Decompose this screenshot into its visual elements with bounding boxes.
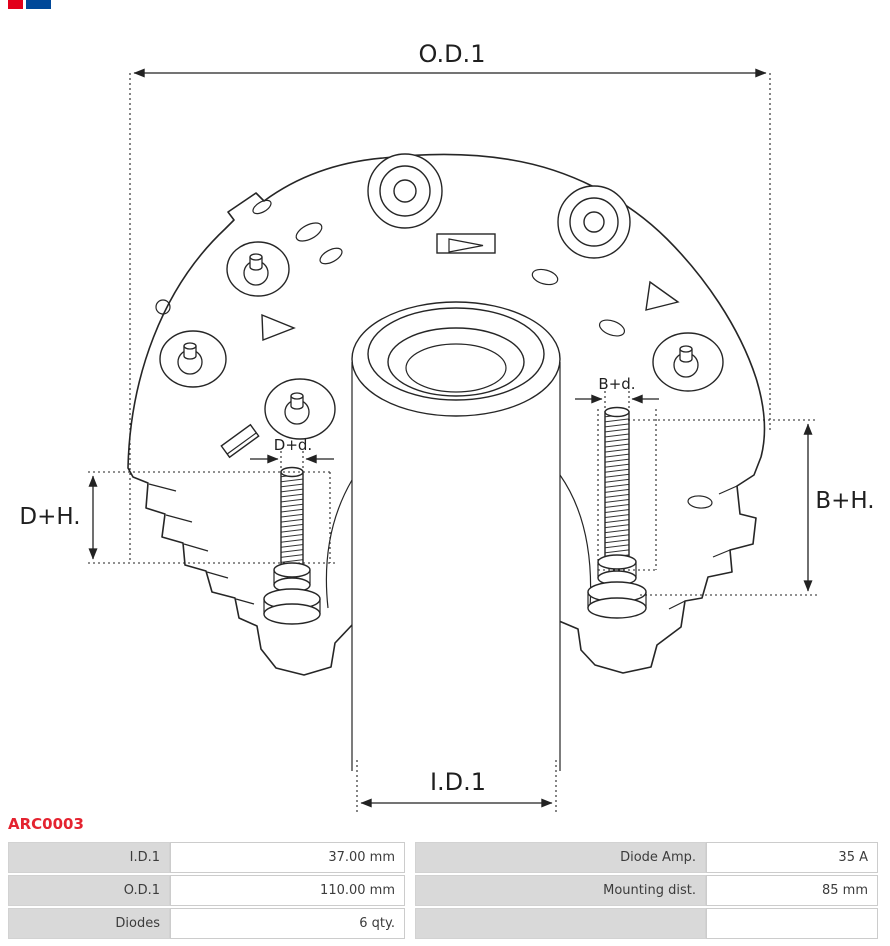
stud-left bbox=[263, 466, 321, 625]
spec-label: Mounting dist. bbox=[415, 875, 706, 906]
arrow-cutout-left bbox=[261, 313, 296, 342]
spec-label: I.D.1 bbox=[8, 842, 170, 873]
boss-right bbox=[652, 332, 724, 392]
table-gap bbox=[405, 875, 415, 906]
spec-value bbox=[706, 908, 878, 939]
boss-center-left bbox=[264, 378, 336, 440]
boss-top-center bbox=[367, 153, 443, 229]
dim-id1: I.D.1 bbox=[356, 760, 557, 814]
spec-label: Diode Amp. bbox=[415, 842, 706, 873]
spec-value: 35 A bbox=[706, 842, 878, 873]
rectifier-drawing-svg: O.D.1 I.D.1 D+H. D+d. B+H. bbox=[19, 40, 875, 814]
dim-label-dh: D+H. bbox=[19, 504, 80, 530]
technical-diagram: O.D.1 I.D.1 D+H. D+d. B+H. bbox=[0, 10, 890, 815]
slot-lower-left bbox=[220, 423, 260, 459]
logo-red-block bbox=[8, 0, 23, 9]
spec-value: 37.00 mm bbox=[170, 842, 405, 873]
boss-left bbox=[159, 330, 227, 388]
dim-label-id1: I.D.1 bbox=[430, 768, 486, 796]
spec-label: Diodes bbox=[8, 908, 170, 939]
dim-label-dd: D+d. bbox=[274, 436, 312, 454]
stud-right bbox=[587, 406, 647, 619]
dim-label-bh: B+H. bbox=[815, 488, 874, 514]
spec-value: 6 qty. bbox=[170, 908, 405, 939]
boss-upper-left bbox=[226, 241, 290, 297]
boss-top-right bbox=[557, 185, 631, 259]
dim-od1: O.D.1 bbox=[129, 40, 771, 563]
arrow-cutout-right bbox=[645, 280, 680, 311]
slot-top-center bbox=[436, 233, 496, 254]
spec-value: 85 mm bbox=[706, 875, 878, 906]
center-bore bbox=[351, 301, 561, 771]
plate-details bbox=[155, 153, 724, 509]
spec-value: 110.00 mm bbox=[170, 875, 405, 906]
as-pl-logo bbox=[8, 0, 51, 9]
dim-bd: B+d. bbox=[575, 375, 659, 409]
dim-label-od1: O.D.1 bbox=[419, 40, 486, 68]
table-gap bbox=[405, 842, 415, 873]
small-hole bbox=[155, 299, 171, 315]
spec-label bbox=[415, 908, 706, 939]
spec-table: I.D.1 37.00 mm Diode Amp. 35 A O.D.1 110… bbox=[8, 842, 878, 939]
spec-label: O.D.1 bbox=[8, 875, 170, 906]
part-number: ARC0003 bbox=[8, 815, 84, 833]
dim-dd: D+d. bbox=[250, 436, 334, 470]
table-gap bbox=[405, 908, 415, 939]
logo-blue-block bbox=[26, 0, 51, 9]
dim-label-bd: B+d. bbox=[598, 375, 635, 393]
dim-dh: D+H. bbox=[19, 471, 335, 564]
dim-bh: B+H. bbox=[597, 409, 875, 596]
